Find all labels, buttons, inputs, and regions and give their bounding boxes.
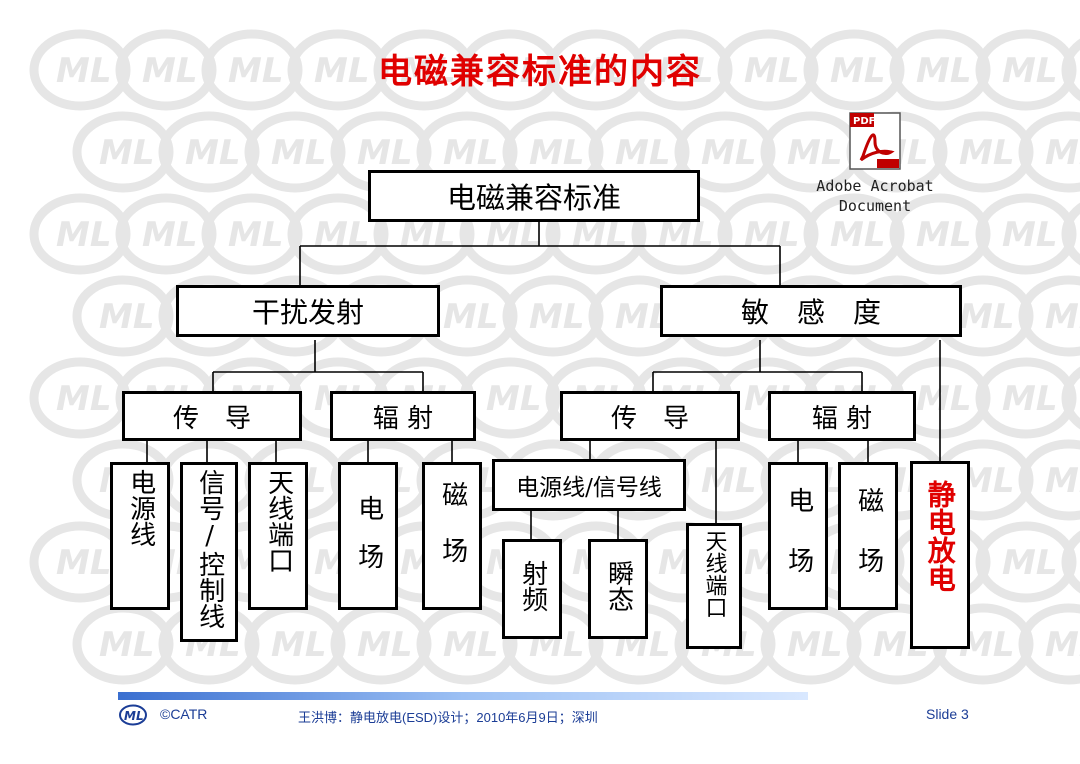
- watermark-mark: [421, 608, 513, 680]
- watermark-mark: [249, 116, 341, 188]
- svg-text:ML: ML: [124, 709, 144, 723]
- emission-leaf-label: 电场: [353, 495, 384, 591]
- watermark-mark: [34, 362, 126, 434]
- susceptibility-leaf-label: 射频: [517, 560, 548, 612]
- emission-leaf-electric-field: 电场: [338, 462, 398, 610]
- susceptibility-node: 敏 感 度: [660, 285, 962, 337]
- pdf-label-line2: Document: [838, 197, 912, 215]
- emission-leaf-label: 磁场: [437, 481, 468, 593]
- emission-leaf-label: 电源线: [125, 469, 156, 547]
- power-signal-line-node: 电源线/信号线: [492, 459, 686, 511]
- susceptibility-leaf-magnetic-field: 磁场: [838, 462, 898, 610]
- watermark-mark: [249, 608, 341, 680]
- watermark-mark: [120, 198, 212, 270]
- watermark-mark: [163, 116, 255, 188]
- susceptibility-leaf-label: 磁场: [853, 487, 884, 607]
- pdf-file-icon: PDF: [849, 112, 901, 170]
- susceptibility-radiated-node: 辐 射: [768, 391, 916, 441]
- watermark-mark: [464, 362, 556, 434]
- susceptibility-leaf-electric-field: 电场: [768, 462, 828, 610]
- watermark-mark: [335, 608, 427, 680]
- slide-title: 电磁兼容标准的内容: [378, 52, 702, 92]
- footer-copyright: ©CATR: [160, 706, 208, 722]
- footer-bar: [118, 692, 808, 700]
- esd-label: 静电放电: [923, 480, 957, 592]
- susceptibility-leaf-antenna-port: 天线端口: [686, 523, 742, 649]
- emission-leaf-magnetic-field: 磁场: [422, 462, 482, 610]
- root-node: 电磁兼容标准: [368, 170, 700, 222]
- emission-leaf-signal-control-line: 信号/控制线: [180, 462, 238, 642]
- watermark-mark: [507, 280, 599, 352]
- emission-node: 干扰发射: [176, 285, 440, 337]
- svg-text:PDF: PDF: [853, 116, 875, 127]
- emission-conducted-node: 传 导: [122, 391, 302, 441]
- emission-radiated-node: 辐 射: [330, 391, 476, 441]
- catr-logo-icon: ML: [119, 704, 147, 726]
- watermark-mark: [77, 608, 169, 680]
- watermark-mark: [980, 198, 1072, 270]
- watermark-mark: [980, 362, 1072, 434]
- emission-leaf-label: 信号/控制线: [194, 469, 225, 629]
- emission-leaf-label: 天线端口: [263, 469, 294, 573]
- pdf-attachment[interactable]: PDF Adobe Acrobat Document: [790, 112, 960, 216]
- watermark-mark: [206, 198, 298, 270]
- watermark-mark: [77, 116, 169, 188]
- susceptibility-leaf-rf: 射频: [502, 539, 562, 639]
- susceptibility-leaf-transient: 瞬态: [588, 539, 648, 639]
- watermark-mark: [765, 608, 857, 680]
- watermark-mark: [679, 444, 771, 516]
- emission-leaf-antenna-port: 天线端口: [248, 462, 308, 610]
- pdf-label-line1: Adobe Acrobat: [816, 177, 934, 195]
- susceptibility-leaf-esd: 静电放电: [910, 461, 970, 649]
- watermark-mark: [34, 198, 126, 270]
- watermark-mark: [980, 526, 1072, 598]
- watermark-mark: [77, 280, 169, 352]
- susceptibility-leaf-label: 电场: [783, 487, 814, 607]
- susceptibility-leaf-label: 天线端口: [701, 530, 727, 618]
- footer-slide-number: Slide 3: [926, 706, 969, 722]
- susceptibility-conducted-node: 传 导: [560, 391, 740, 441]
- susceptibility-leaf-label: 瞬态: [603, 560, 634, 612]
- emission-leaf-power-line: 电源线: [110, 462, 170, 610]
- footer-author: 王洪博：静电放电(ESD)设计；2010年6月9日；深圳: [298, 710, 598, 725]
